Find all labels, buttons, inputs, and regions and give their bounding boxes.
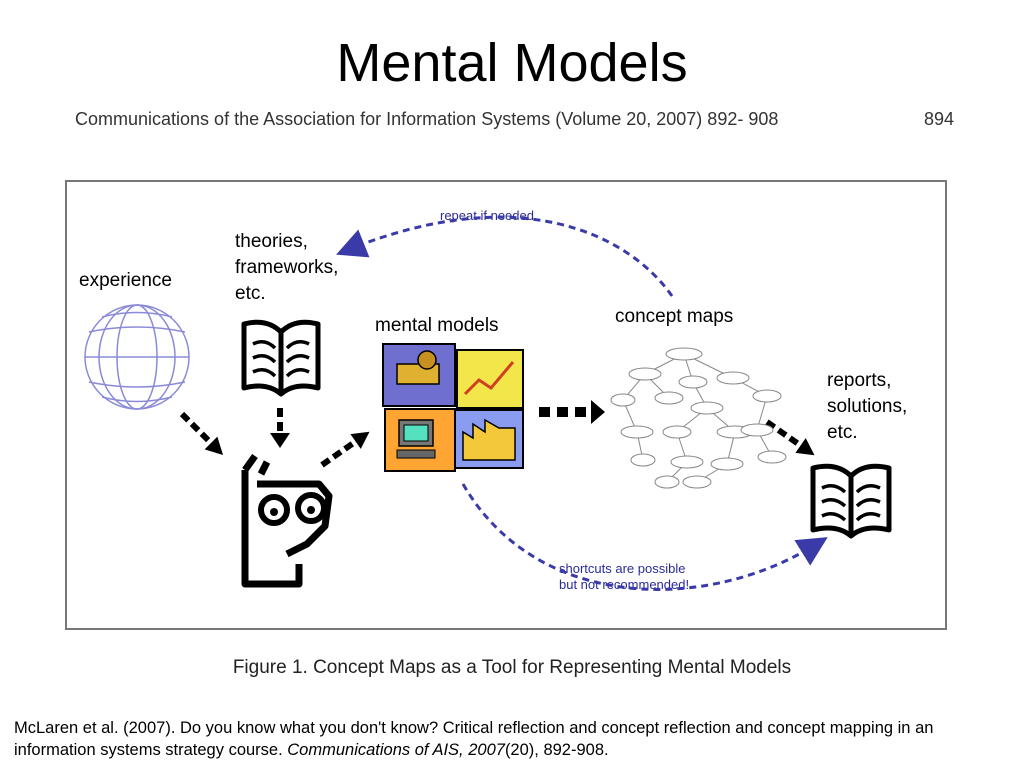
label-theories-etc: etc. xyxy=(235,283,266,304)
dash xyxy=(277,408,283,417)
repeat-arrow xyxy=(336,215,674,297)
clipart-collage-icon xyxy=(382,343,524,472)
citation-issue: (20), 892-908. xyxy=(504,741,609,759)
thinking-person-icon xyxy=(241,453,333,588)
citation: McLaren et al. (2007). Do you know what … xyxy=(14,717,1004,761)
journal-name: Communications of the Association for In… xyxy=(75,109,779,129)
page-number: 894 xyxy=(923,109,954,129)
label-experience: experience xyxy=(79,270,172,291)
label-solutions: solutions, xyxy=(827,396,907,417)
citation-text: McLaren et al. (2007). Do you know what … xyxy=(14,719,934,759)
concept-diagram: experience theories, frameworks, etc. me… xyxy=(79,208,907,592)
label-mental-models: mental models xyxy=(375,315,499,336)
open-book-icon xyxy=(241,319,321,397)
dash xyxy=(277,422,283,431)
globe-icon xyxy=(84,304,190,410)
concept-map-thumbnail-icon xyxy=(610,347,787,489)
journal-header: Communications of the Association for In… xyxy=(75,109,960,133)
label-shortcuts-1: shortcuts are possible xyxy=(559,561,685,576)
label-theories: theories, xyxy=(235,231,308,252)
figure-caption: Figure 1. Concept Maps as a Tool for Rep… xyxy=(232,657,792,678)
label-concept-maps: concept maps xyxy=(615,306,733,327)
figure-frame: experience theories, frameworks, etc. me… xyxy=(65,180,947,630)
label-reports: reports, xyxy=(827,370,891,391)
label-reports-etc: etc. xyxy=(827,422,858,443)
label-frameworks: frameworks, xyxy=(235,257,338,278)
open-book-icon xyxy=(810,463,892,539)
flow-arrows xyxy=(179,400,815,468)
arrow-head xyxy=(270,433,290,448)
citation-journal: Communications of AIS, 2007 xyxy=(287,741,505,759)
slide-title: Mental Models xyxy=(336,33,688,93)
